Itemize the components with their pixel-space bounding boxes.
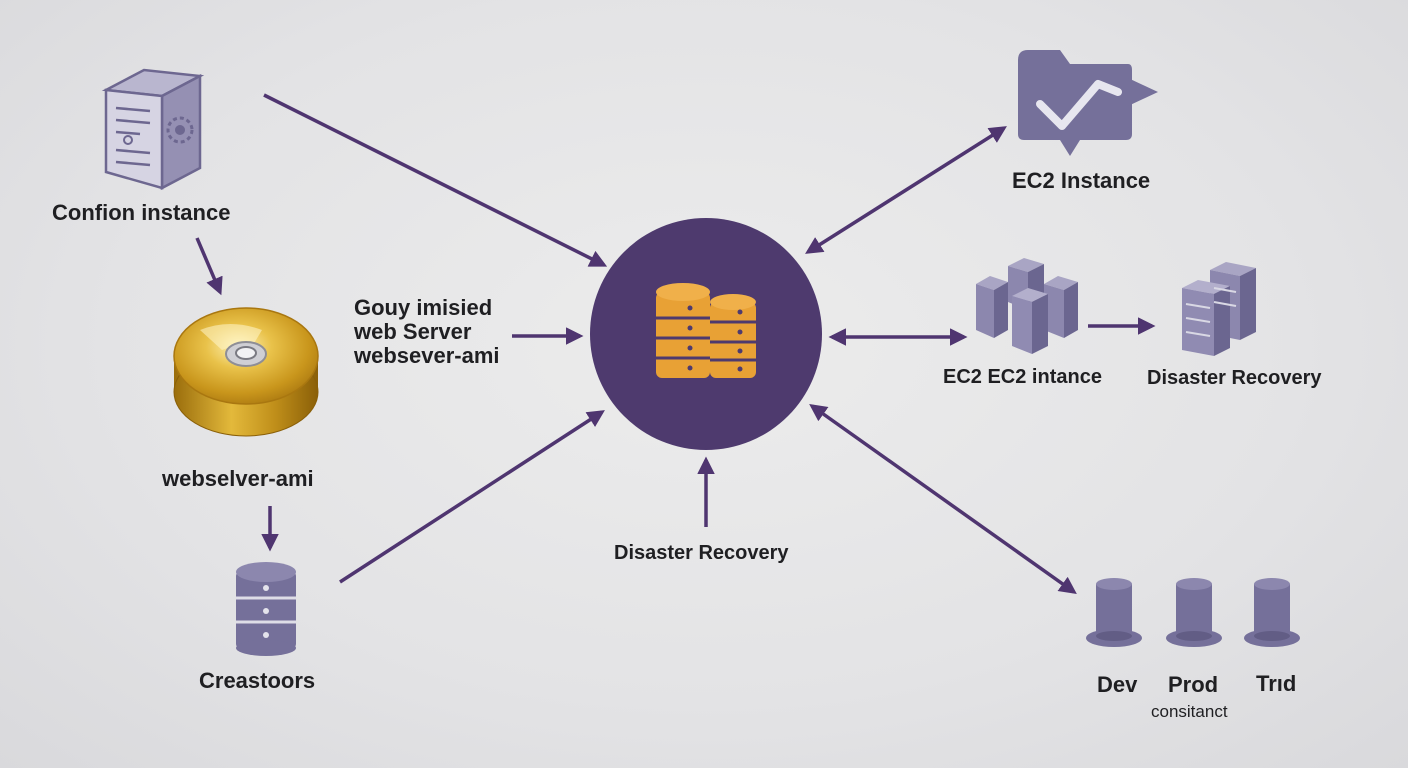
prod-label: Prod <box>1168 672 1219 697</box>
dev-label: Dev <box>1097 672 1138 697</box>
config-instance-label: Confion instance <box>52 200 231 225</box>
database-icon <box>236 562 296 656</box>
database-stack-icon <box>590 218 822 450</box>
disaster-recovery-center-label: Disaster Recovery <box>614 542 789 564</box>
server-cluster-icon <box>976 258 1078 354</box>
arrow-config-to-hub <box>263 93 608 267</box>
trd-label: Trıd <box>1256 671 1297 696</box>
arrow-hub-envs-bidir <box>809 403 1077 595</box>
server-stack-icon <box>1182 262 1256 356</box>
connectors <box>195 93 1156 595</box>
creastoors-label: Creastoors <box>199 668 316 693</box>
disc-icon <box>173 307 319 437</box>
consistent-label: consitanct <box>1151 702 1228 721</box>
server-gear-icon <box>101 68 205 191</box>
arrow-creastoors-to-hub <box>339 410 605 584</box>
ec2-ec2-instance-label: EC2 EC2 intance <box>943 366 1102 388</box>
cylinder-icon-prod <box>1166 578 1222 647</box>
ec2-instance-label: EC2 Instance <box>1012 168 1151 193</box>
custom-web-server-label: Gouy imisied web Server websever-ami <box>354 295 500 368</box>
arrow-config-to-ami <box>195 237 223 296</box>
cylinder-icon-dev <box>1086 578 1142 647</box>
ami-disc-label: webselver-ami <box>162 466 314 491</box>
cylinder-icon-trd <box>1244 578 1300 647</box>
cloud-check-icon <box>1018 50 1158 156</box>
arrow-hub-ec2-bidir <box>805 126 1007 254</box>
disaster-recovery-right-label: Disaster Recovery <box>1147 367 1322 389</box>
